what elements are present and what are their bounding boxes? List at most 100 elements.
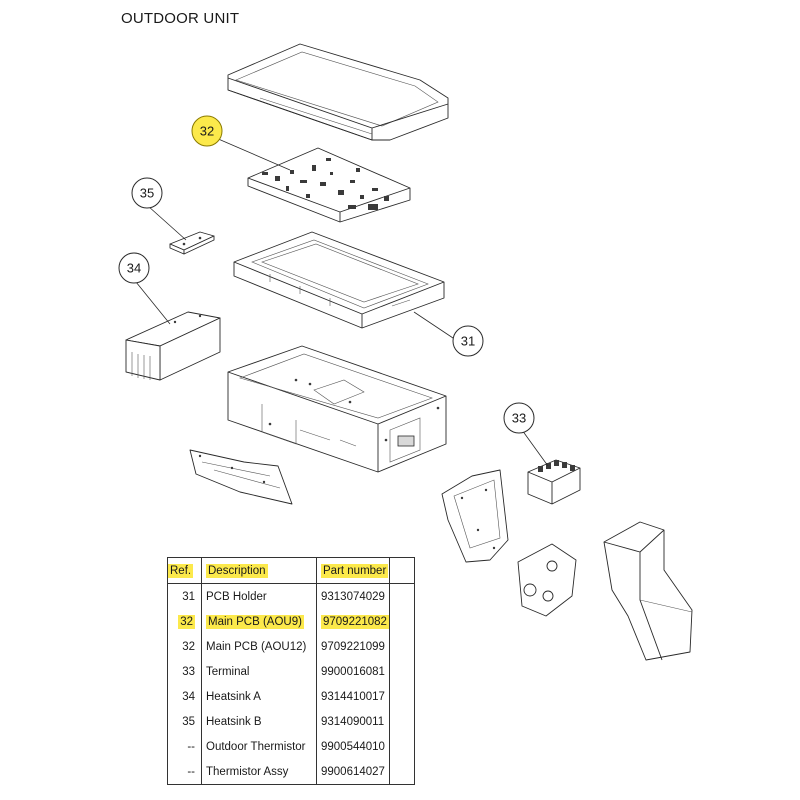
row-ref: 34 [167, 684, 202, 709]
row-part-number: 9900544010 [316, 734, 390, 759]
row-description-text: Outdoor Thermistor [206, 740, 306, 753]
row-ref: 35 [167, 709, 202, 734]
leader-34 [135, 281, 171, 325]
callout-label: 34 [127, 261, 141, 276]
row-empty-cell [389, 634, 415, 659]
row-description-text: Main PCB (AOU9) [206, 614, 304, 629]
row-part-number: 9900614027 [316, 759, 390, 785]
row-empty-cell [389, 609, 415, 634]
table-row: 34 Heatsink A 9314410017 [167, 684, 415, 709]
row-empty-cell [389, 659, 415, 684]
row-part-number: 9313074029 [316, 583, 390, 609]
callout-31: 31 [452, 325, 484, 357]
main-pcb-part [247, 147, 411, 223]
table-row: 32 Main PCB (AOU9) 9709221082 [167, 609, 415, 634]
row-ref: 31 [167, 583, 202, 609]
table-header-row: Ref. Description Part number [167, 557, 415, 584]
header-part-number: Part number [316, 557, 390, 584]
terminal-box-part [517, 543, 577, 617]
row-description: Thermistor Assy [201, 759, 317, 785]
row-description: Main PCB (AOU12) [201, 634, 317, 659]
row-part-number-text: 9709221082 [321, 614, 389, 629]
row-ref: 33 [167, 659, 202, 684]
row-empty-cell [389, 709, 415, 734]
row-part-number-text: 9314090011 [321, 715, 385, 728]
header-description: Description [201, 557, 317, 584]
row-empty-cell [389, 734, 415, 759]
mounting-plate-part [441, 469, 509, 563]
row-part-number-text: 9900614027 [321, 765, 385, 778]
row-description-text: Thermistor Assy [206, 765, 289, 778]
header-ref-label: Ref. [168, 563, 194, 578]
row-ref-text: 31 [182, 590, 195, 603]
leader-32 [215, 137, 291, 171]
row-ref-text: 32 [178, 614, 195, 629]
row-ref-text: 33 [182, 665, 195, 678]
row-ref-text: 35 [182, 715, 195, 728]
callout-34: 34 [118, 252, 150, 284]
row-part-number: 9709221082 [316, 609, 390, 634]
terminal-part [527, 459, 581, 505]
header-part-number-label: Part number [321, 563, 389, 578]
leader-31 [413, 311, 457, 341]
row-empty-cell [389, 759, 415, 785]
row-ref: 32 [167, 609, 202, 634]
row-part-number: 9900016081 [316, 659, 390, 684]
leader-33 [521, 429, 549, 467]
callout-33: 33 [503, 402, 535, 434]
table-row: 33 Terminal 9900016081 [167, 659, 415, 684]
row-part-number-text: 9900544010 [321, 740, 385, 753]
parts-table: Ref. Description Part number 31 PCB Holde… [167, 557, 415, 785]
chassis-frame-part [227, 345, 447, 473]
callout-label: 33 [512, 411, 526, 426]
row-empty-cell [389, 684, 415, 709]
table-row: 32 Main PCB (AOU12) 9709221099 [167, 634, 415, 659]
header-empty [389, 557, 415, 584]
heatsink-b-part [169, 231, 215, 255]
callout-32: 32 [191, 115, 223, 147]
callout-label: 32 [200, 124, 214, 139]
row-part-number-text: 9314410017 [321, 690, 385, 703]
row-part-number-text: 9313074029 [321, 590, 385, 603]
row-part-number: 9709221099 [316, 634, 390, 659]
diagram-title: OUTDOOR UNIT [121, 10, 240, 27]
row-description: Heatsink B [201, 709, 317, 734]
header-description-label: Description [206, 563, 268, 578]
row-part-number-text: 9900016081 [321, 665, 385, 678]
row-ref: 32 [167, 634, 202, 659]
row-description-text: PCB Holder [206, 590, 267, 603]
table-row: 35 Heatsink B 9314090011 [167, 709, 415, 734]
row-part-number: 9314410017 [316, 684, 390, 709]
row-ref-text: 32 [182, 640, 195, 653]
row-description: PCB Holder [201, 583, 317, 609]
callout-label: 31 [461, 334, 475, 349]
callout-label: 35 [140, 186, 154, 201]
row-part-number-text: 9709221099 [321, 640, 385, 653]
table-row: -- Thermistor Assy 9900614027 [167, 759, 415, 785]
bracket-part [189, 449, 293, 505]
row-description: Terminal [201, 659, 317, 684]
row-description: Main PCB (AOU9) [201, 609, 317, 634]
row-empty-cell [389, 583, 415, 609]
row-description: Heatsink A [201, 684, 317, 709]
row-description-text: Heatsink B [206, 715, 262, 728]
callout-35: 35 [131, 177, 163, 209]
row-ref: -- [167, 759, 202, 785]
row-ref-text: -- [187, 765, 195, 778]
row-ref: -- [167, 734, 202, 759]
table-row: 31 PCB Holder 9313074029 [167, 583, 415, 609]
row-description-text: Terminal [206, 665, 250, 678]
heatsink-a-part [125, 311, 221, 381]
row-ref-text: -- [187, 740, 195, 753]
row-part-number: 9314090011 [316, 709, 390, 734]
row-ref-text: 34 [182, 690, 195, 703]
leader-35 [147, 205, 187, 241]
row-description: Outdoor Thermistor [201, 734, 317, 759]
duct-cover-part [603, 521, 693, 661]
cover-part [227, 43, 449, 141]
table-row: -- Outdoor Thermistor 9900544010 [167, 734, 415, 759]
header-ref: Ref. [167, 557, 202, 584]
row-description-text: Main PCB (AOU12) [206, 640, 307, 653]
pcb-holder-part [233, 231, 445, 329]
